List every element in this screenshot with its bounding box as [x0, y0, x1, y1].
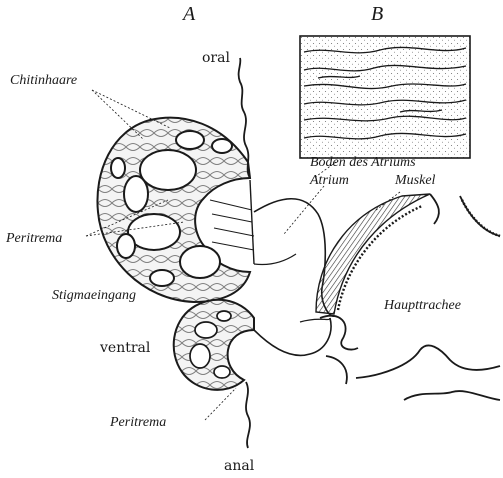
- peritrema-upper-label: Peritrema: [6, 232, 62, 246]
- haupttrachee-label: Haupttrachee: [384, 299, 461, 313]
- chitinhaare-label: Chitinhaare: [10, 74, 77, 88]
- atrium-label: Atrium: [310, 174, 349, 188]
- panel-label-b: B: [371, 4, 383, 24]
- anal-label: anal: [224, 459, 254, 473]
- oral-label: oral: [202, 51, 230, 65]
- lower-peritreme: [174, 300, 331, 390]
- boden-des-atriums-label: Boden des Atriums: [310, 156, 416, 170]
- peritrema-lower-label: Peritrema: [110, 416, 166, 430]
- muskel-label: Muskel: [395, 174, 435, 188]
- panel-label-a: A: [183, 4, 195, 24]
- stigmaeingang-label: Stigmaeingang: [52, 289, 136, 303]
- trachea-taenidia: [462, 200, 500, 236]
- upper-peritreme: [97, 118, 254, 302]
- ventral-label: ventral: [100, 341, 150, 355]
- anal-hair: [246, 382, 250, 448]
- main-trachea-walls: [320, 194, 500, 400]
- muscle-band: [316, 194, 430, 314]
- inset-b-tissue-section: [300, 36, 470, 158]
